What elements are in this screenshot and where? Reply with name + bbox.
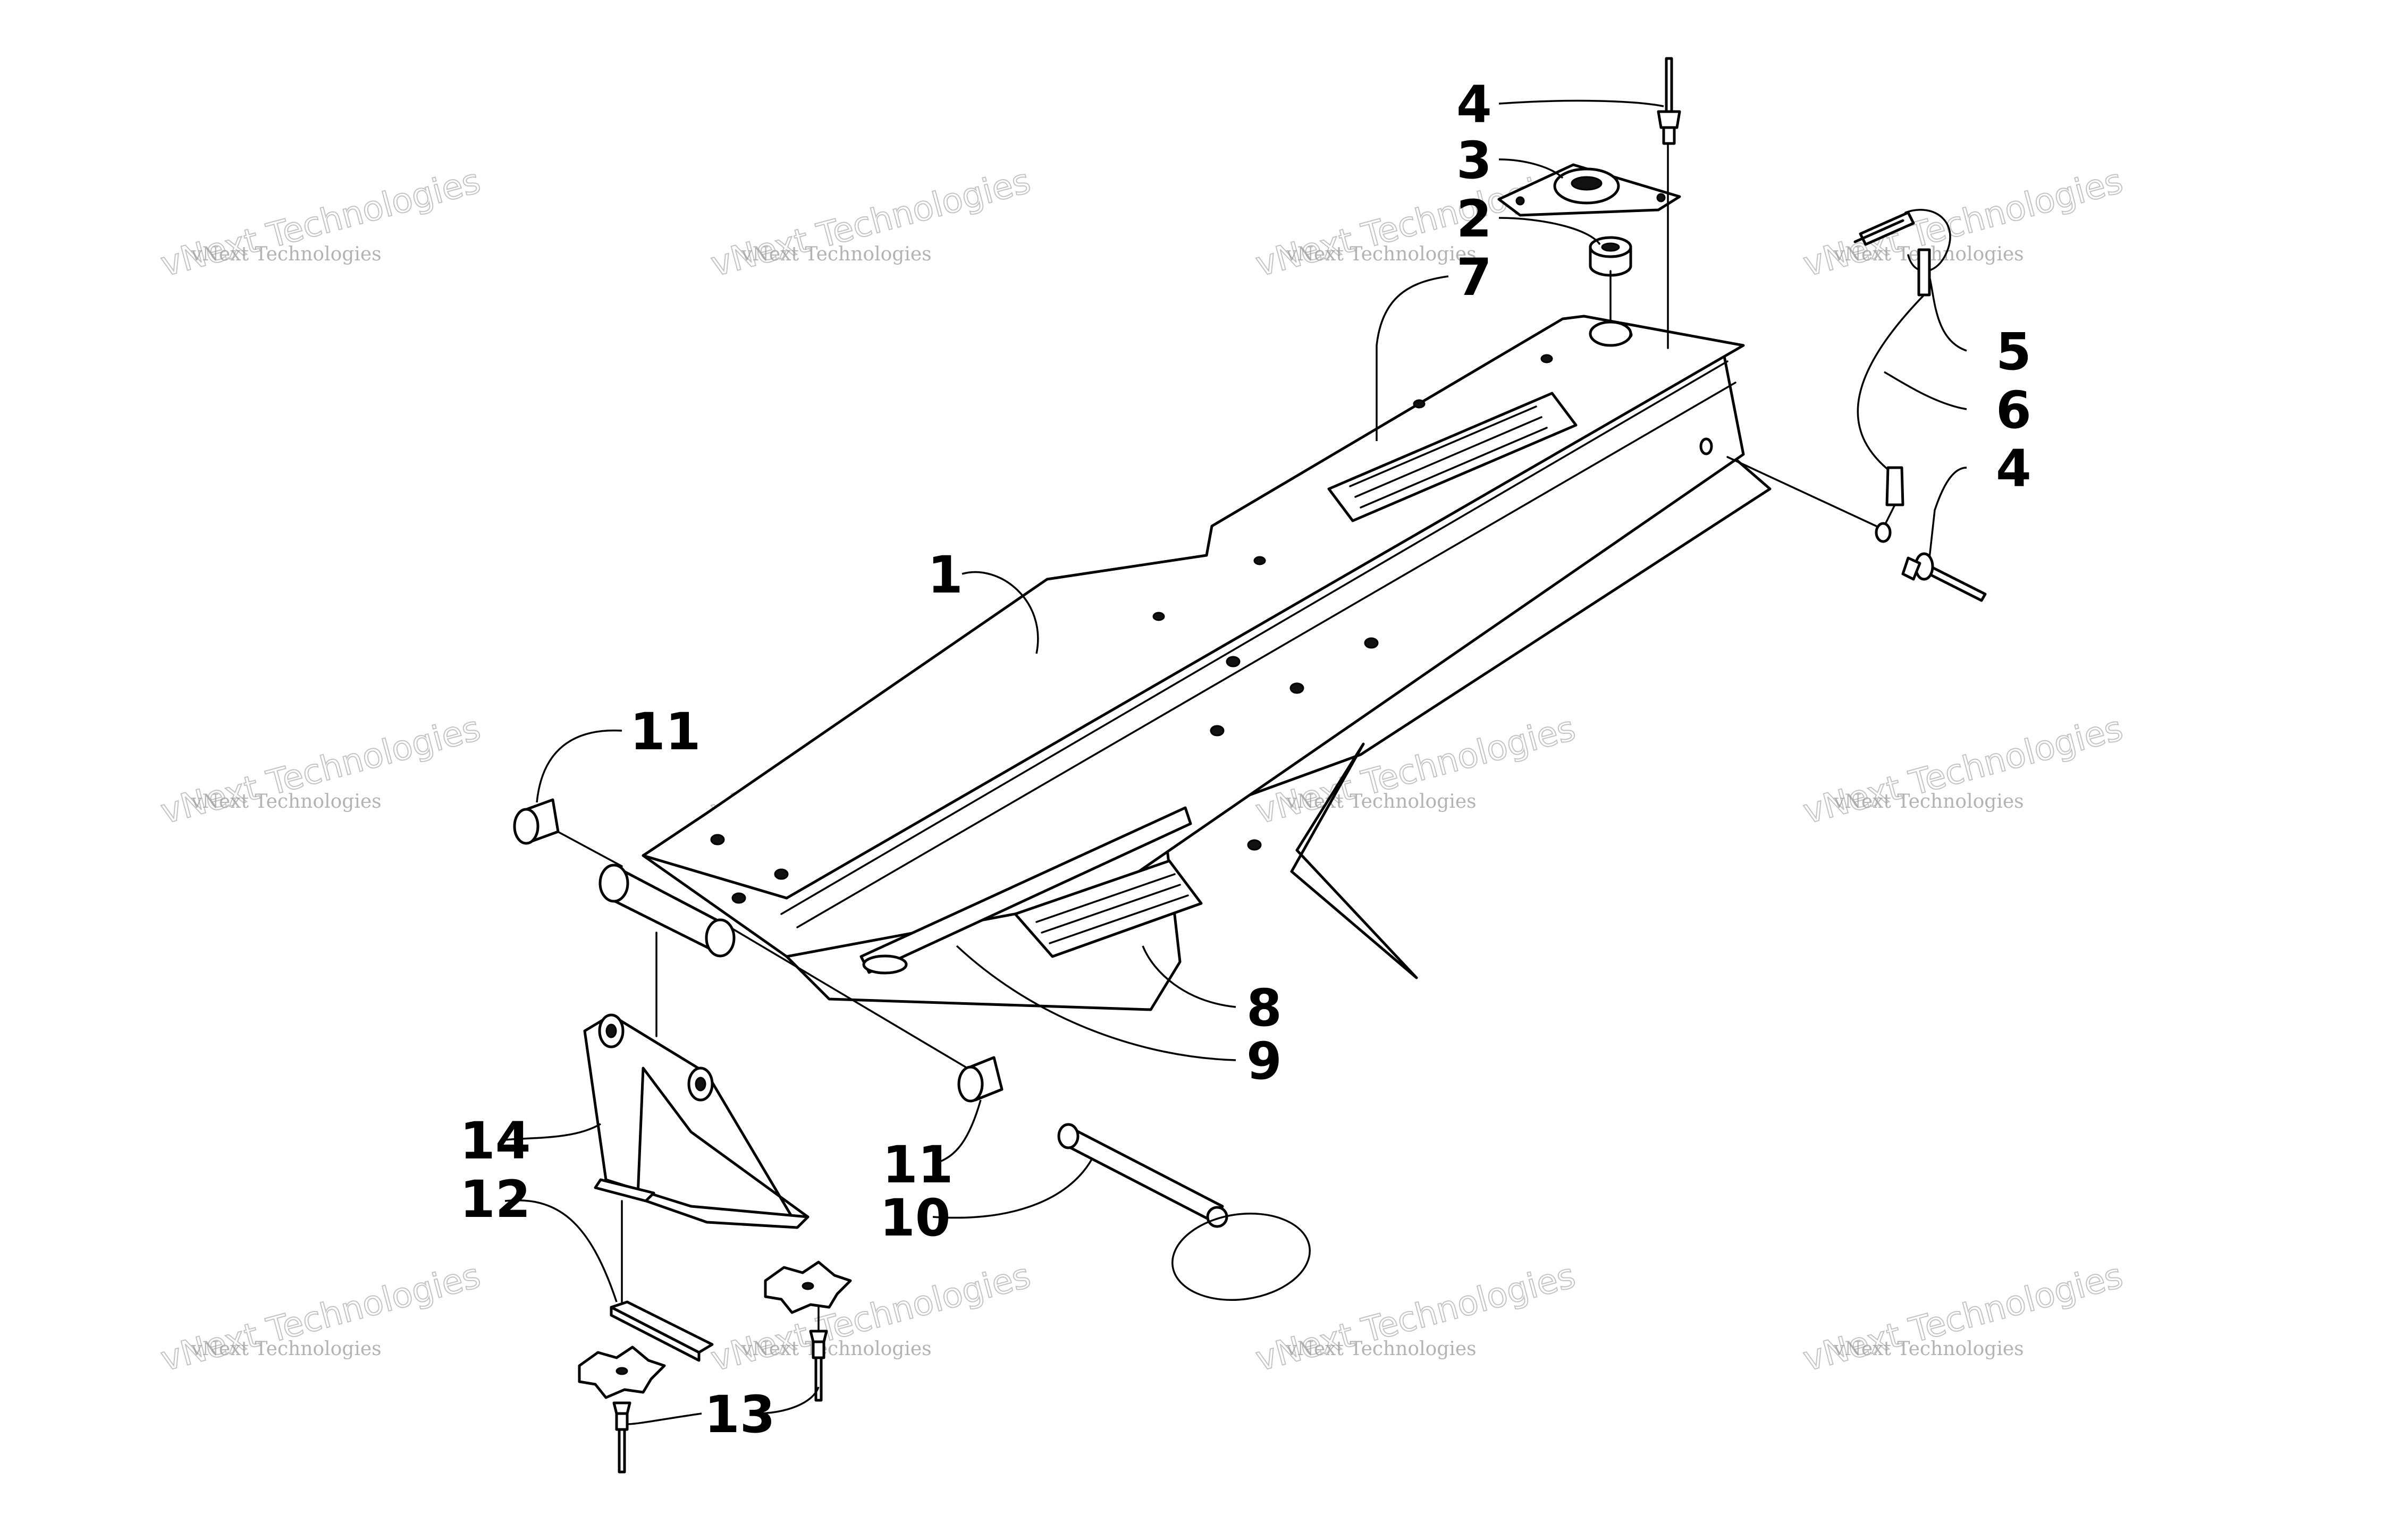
watermark-text: vNext Technologies	[191, 243, 382, 265]
watermark-text: vNext Technologies	[1286, 1338, 1477, 1360]
watermark-text: vNext Technologies	[191, 791, 382, 813]
leader-lines	[504, 99, 1967, 1425]
callout-1: 1	[928, 545, 963, 605]
bushing-part-left	[513, 798, 560, 845]
callout-12: 12	[460, 1170, 531, 1229]
watermark-text: vNext Technologies	[741, 1338, 932, 1360]
lanyard-pin-part	[1853, 209, 1951, 543]
hitch-pin-part	[1057, 1123, 1311, 1301]
bearing-plate-part	[1497, 163, 1681, 217]
warning-label-front	[859, 806, 1203, 975]
watermark-text: vNext Technologies	[1286, 791, 1477, 813]
warning-label-top	[1327, 392, 1578, 522]
pivot-tube-part	[598, 864, 736, 958]
wear-plate-part	[610, 1300, 714, 1362]
star-washer-part-lower	[578, 1346, 666, 1399]
watermark-logo: vNext Technologies	[1252, 1256, 1580, 1380]
callout-8: 8	[1246, 978, 1282, 1038]
callout-5: 5	[1996, 322, 2031, 382]
callout-13: 13	[704, 1385, 775, 1444]
watermark-logo: vNext Technologies	[157, 709, 485, 832]
watermark-text: vNext Technologies	[1833, 1338, 2024, 1360]
watermark-text: vNext Technologies	[1286, 243, 1477, 265]
bracket-part	[583, 1013, 810, 1229]
callout-4: 4	[1456, 75, 1492, 134]
watermark-logo: vNext Technologies	[1799, 709, 2127, 832]
grommet-part	[1589, 236, 1632, 277]
watermark-logo: vNext Technologies	[1252, 162, 1580, 285]
watermark-logo: vNext Technologies	[1799, 1256, 2127, 1380]
callout-labels: 4 3 2 7 5 6 4 1 11 8 9 11 10 14 12 13	[460, 75, 2031, 1444]
rivet-part-lower-left	[612, 1401, 631, 1474]
rivet-part-lower-right	[809, 1330, 828, 1402]
callout-9: 9	[1246, 1031, 1282, 1091]
callout-14: 14	[460, 1111, 531, 1171]
callout-3: 3	[1456, 131, 1492, 190]
bushing-part-right	[957, 1056, 1004, 1103]
rivet-part-side	[1901, 552, 1987, 602]
watermark-logo: vNext Technologies	[1799, 162, 2127, 285]
watermark-text: vNext Technologies	[191, 1338, 382, 1360]
main-deck-part	[642, 315, 1772, 1011]
watermark-text: vNext Technologies	[1833, 791, 2024, 813]
watermark-logo: vNext Technologies	[157, 162, 485, 285]
callout-10: 10	[880, 1188, 951, 1248]
watermark-text: vNext Technologies	[741, 243, 932, 265]
callout-11-left: 11	[630, 702, 701, 761]
callout-7: 7	[1456, 248, 1492, 307]
rivet-part	[1657, 57, 1681, 145]
callout-4-side: 4	[1996, 439, 2031, 498]
watermark-logo: vNext Technologies	[157, 1256, 485, 1380]
callout-2: 2	[1456, 189, 1492, 249]
callout-6: 6	[1996, 380, 2031, 440]
star-washer-part	[764, 1260, 852, 1314]
watermark-logo: vNext Technologies	[707, 162, 1035, 285]
watermark-logo: vNext Technologies	[707, 1256, 1035, 1380]
callout-11-right: 11	[882, 1135, 954, 1195]
